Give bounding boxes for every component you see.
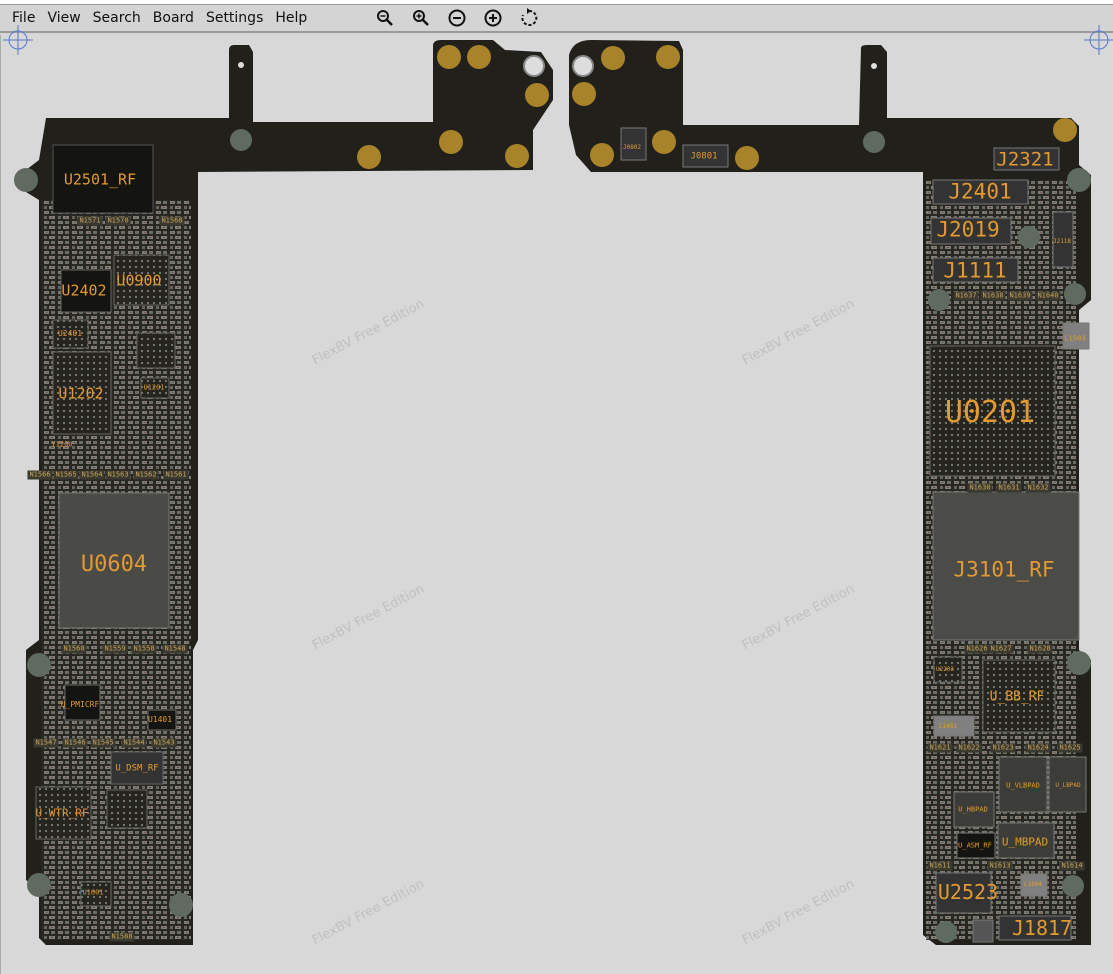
label-u1601[interactable]: U1601 <box>82 888 104 897</box>
label-u-bb-rf[interactable]: U_BB_RF <box>989 689 1045 705</box>
label-y1200[interactable]: Y1200 <box>51 440 73 449</box>
label-u2501-rf[interactable]: U2501_RF <box>63 170 137 189</box>
net-label[interactable]: N1547 <box>33 738 59 748</box>
net-label[interactable]: N1565 <box>53 470 79 480</box>
label-j3101-rf[interactable]: J3101_RF <box>953 557 1055 582</box>
mounting-holes <box>14 129 1091 943</box>
menu-bar: File View Search Board Settings Help <box>0 5 1113 33</box>
net-label[interactable]: N1626 <box>964 644 990 654</box>
net-label[interactable]: N1624 <box>1025 743 1051 753</box>
net-label[interactable]: N1566 <box>27 470 53 480</box>
net-label[interactable]: N1611 <box>927 861 953 871</box>
board-drawing <box>14 40 1091 945</box>
rotate-icon[interactable] <box>519 8 539 28</box>
net-label[interactable]: N1639 <box>1007 291 1033 301</box>
net-label[interactable]: N1571 <box>77 216 103 226</box>
label-u-vlbpad[interactable]: U_VLBPAD <box>1006 781 1040 790</box>
net-label[interactable]: N1621 <box>927 743 953 753</box>
screw-hole <box>572 55 594 77</box>
net-label[interactable]: N1543 <box>151 738 177 748</box>
net-label[interactable]: N1548 <box>162 644 188 654</box>
net-label[interactable]: N1558 <box>131 644 157 654</box>
label-j0802[interactable]: J0802 <box>622 144 642 151</box>
label-u2401[interactable]: U2401 <box>57 329 83 338</box>
label-u1202[interactable]: U1202 <box>58 384 104 403</box>
crosshair-icon <box>1084 25 1113 55</box>
label-l1401[interactable]: L1401 <box>938 723 958 730</box>
label-u1201[interactable]: U1201 <box>143 383 165 392</box>
menu-view[interactable]: View <box>47 10 81 26</box>
label-j0801[interactable]: J0801 <box>690 151 718 162</box>
label-u-wtr-rf[interactable]: U_WTR_RF <box>35 806 89 820</box>
menu-settings[interactable]: Settings <box>205 10 264 26</box>
net-label[interactable]: N1640 <box>1035 291 1061 301</box>
label-j2401[interactable]: J2401 <box>948 179 1012 204</box>
net-label[interactable]: N1630 <box>967 483 993 493</box>
board-canvas[interactable]: FlexBV Free Edition FlexBV Free Edition … <box>0 25 1113 974</box>
label-l1604[interactable]: L1604 <box>1023 881 1043 888</box>
net-label[interactable]: N1613 <box>987 861 1013 871</box>
net-label[interactable]: N1562 <box>133 470 159 480</box>
net-label[interactable]: N1546 <box>62 738 88 748</box>
label-l1503[interactable]: L1503 <box>1064 334 1086 343</box>
label-j1817[interactable]: J1817 <box>1011 916 1073 940</box>
minus-circle-icon[interactable] <box>447 8 467 28</box>
zoom-out-icon[interactable] <box>375 8 395 28</box>
net-label[interactable]: N1564 <box>79 470 105 480</box>
zoom-in-icon[interactable] <box>411 8 431 28</box>
label-u-asm-rf[interactable]: U_ASM_RF <box>958 841 992 850</box>
net-label[interactable]: N1570 <box>105 216 131 226</box>
net-label[interactable]: N1588 <box>109 932 135 942</box>
net-label[interactable]: N1544 <box>121 738 147 748</box>
window-top-strip <box>0 0 1113 5</box>
net-label[interactable]: N1638 <box>980 291 1006 301</box>
label-u-pmicrf[interactable]: U_PMICRF <box>60 700 100 709</box>
label-u-mbpad[interactable]: U_MBPAD <box>1001 835 1049 849</box>
label-u2523[interactable]: U2523 <box>937 880 999 904</box>
label-j2321[interactable]: J2321 <box>996 148 1054 171</box>
label-u1401[interactable]: U1401 <box>147 715 173 724</box>
net-label[interactable]: N1632 <box>1025 483 1051 493</box>
net-label[interactable]: N1628 <box>1027 644 1053 654</box>
label-u-lbpad[interactable]: U_LBPAD <box>1055 782 1081 789</box>
net-label[interactable]: N1568 <box>159 216 185 226</box>
net-label[interactable]: N1623 <box>990 743 1016 753</box>
menu-search[interactable]: Search <box>92 10 141 26</box>
label-u2402[interactable]: U2402 <box>61 281 107 300</box>
label-u0900[interactable]: U0900 <box>116 271 162 290</box>
menu-board[interactable]: Board <box>152 10 194 26</box>
screw-hole <box>523 55 545 77</box>
net-label[interactable]: N1559 <box>102 644 128 654</box>
net-label[interactable]: N1627 <box>988 644 1014 654</box>
label-u0201[interactable]: U0201 <box>944 395 1036 430</box>
net-label[interactable]: N1563 <box>105 470 131 480</box>
label-u-dsm-rf[interactable]: U_DSM_RF <box>115 763 159 774</box>
label-j2019[interactable]: J2019 <box>936 217 1000 242</box>
label-j2118[interactable]: J2118 <box>1052 238 1072 245</box>
menu-file[interactable]: File <box>12 10 36 26</box>
net-label[interactable]: N1622 <box>956 743 982 753</box>
menu-help[interactable]: Help <box>275 10 308 26</box>
net-label[interactable]: N1631 <box>996 483 1022 493</box>
net-label[interactable]: N1561 <box>163 470 189 480</box>
plus-circle-icon[interactable] <box>483 8 503 28</box>
net-label[interactable]: N1614 <box>1059 861 1085 871</box>
net-label[interactable]: N1545 <box>90 738 116 748</box>
chip-u2501-rf <box>52 144 154 214</box>
net-label[interactable]: N1637 <box>953 291 979 301</box>
crosshair-icon <box>3 25 33 55</box>
net-label[interactable]: N1625 <box>1057 743 1083 753</box>
label-u2203[interactable]: U2203 <box>935 666 955 673</box>
label-j1111[interactable]: J1111 <box>943 258 1007 283</box>
net-label[interactable]: N1560 <box>61 644 87 654</box>
label-u0604[interactable]: U0604 <box>80 552 148 577</box>
gold-pads <box>357 45 1077 170</box>
label-u-hbpad[interactable]: U_HBPAD <box>958 805 988 814</box>
